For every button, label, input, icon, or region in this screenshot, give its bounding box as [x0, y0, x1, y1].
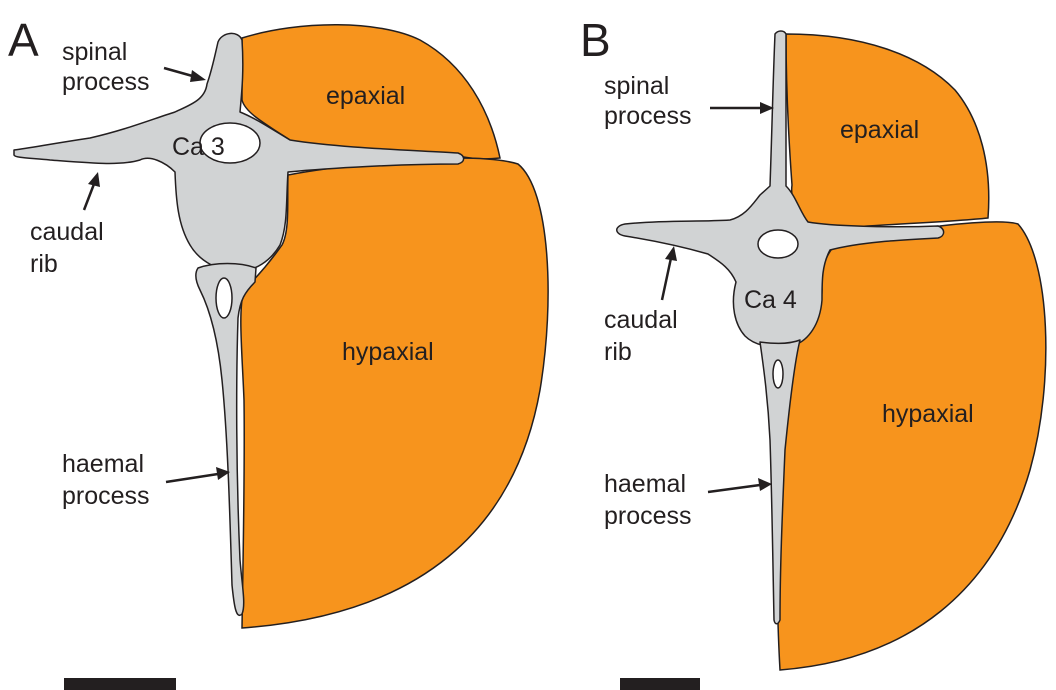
hypaxial-muscle-a — [241, 158, 548, 628]
hypaxial-label-b: hypaxial — [882, 400, 974, 428]
haemal-canal-a — [216, 278, 232, 318]
scale-bar-b — [620, 678, 700, 690]
haemal-process-label-b-line2: process — [604, 502, 692, 530]
vertebra-label-b: Ca 4 — [744, 286, 797, 314]
spinal-process-label-b-line2: process — [604, 102, 692, 130]
epaxial-label-b: epaxial — [840, 116, 919, 144]
haemal-canal-b — [773, 360, 783, 388]
panel-b: B Ca 4 epaxial hypaxial spinal process c… — [580, 14, 1046, 690]
spinal-process-label-b-line1: spinal — [604, 72, 669, 100]
caudal-rib-label-b-line1: caudal — [604, 306, 678, 334]
caudal-rib-label-b-line2: rib — [604, 338, 632, 366]
caudal-rib-label-a-line2: rib — [30, 250, 58, 278]
panel-b-letter: B — [580, 14, 611, 66]
haemal-process-arrow-a — [166, 467, 230, 482]
haemal-process-arrow-b — [708, 478, 772, 492]
spinal-process-label-a-line2: process — [62, 68, 150, 96]
caudal-rib-arrow-a — [84, 172, 100, 210]
vertebra-label-a: Ca 3 — [172, 133, 225, 161]
haemal-process-label-a-line1: haemal — [62, 450, 144, 478]
neural-canal-b — [758, 230, 798, 258]
spinal-process-arrow-a — [164, 68, 206, 82]
spinal-process-arrow-b — [710, 102, 774, 114]
spinal-process-label-a-line1: spinal — [62, 38, 127, 66]
panel-a-letter: A — [8, 14, 39, 66]
caudal-rib-label-a-line1: caudal — [30, 218, 104, 246]
haemal-process-label-a-line2: process — [62, 482, 150, 510]
epaxial-label-a: epaxial — [326, 82, 405, 110]
haemal-process-label-b-line1: haemal — [604, 470, 686, 498]
panel-a: A Ca 3 epaxial hypaxial spinal process c… — [8, 14, 548, 690]
scale-bar-a — [64, 678, 176, 690]
caudal-rib-arrow-b — [662, 246, 677, 300]
hypaxial-label-a: hypaxial — [342, 338, 434, 366]
